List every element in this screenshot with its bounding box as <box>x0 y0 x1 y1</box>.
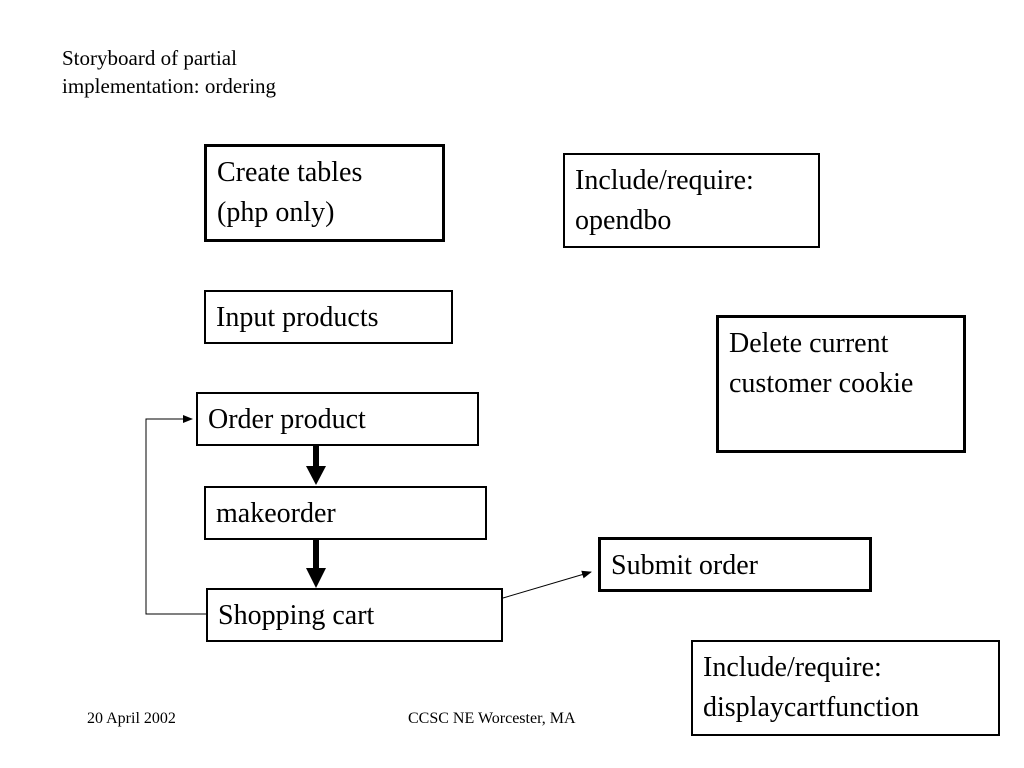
box-include-displaycart: Include/require: displaycartfunction <box>691 640 1000 736</box>
box-submit-order-line-1: Submit order <box>611 550 758 581</box>
box-create-tables-line-2: (php only) <box>217 197 335 228</box>
box-include-displaycart-line-1: Include/require: <box>703 652 882 683</box>
arrow-cart-to-submit <box>502 570 592 599</box>
box-create-tables-line-1: Create tables <box>217 157 363 188</box>
box-include-opendbo: Include/require: opendbo <box>563 153 820 248</box>
box-include-displaycart-line-2: displaycartfunction <box>703 692 920 723</box>
slide-title-line-1: Storyboard of partial <box>62 46 237 70</box>
slide-title: Storyboard of partial implementation: or… <box>62 44 276 100</box>
loop-back-connector <box>145 415 207 615</box>
box-include-opendbo-line-2: opendbo <box>575 205 672 236</box>
arrow-order-to-makeorder <box>306 446 326 485</box>
arrow-makeorder-to-cart <box>306 540 326 588</box>
box-shopping-cart: Shopping cart <box>206 588 503 642</box>
box-shopping-cart-line-1: Shopping cart <box>218 600 375 631</box>
footer-date: 20 April 2002 <box>87 710 176 727</box>
box-order-product: Order product <box>196 392 479 446</box>
box-create-tables: Create tables (php only) <box>204 144 445 242</box>
box-delete-cookie: Delete current customer cookie <box>716 315 966 453</box>
slide-title-line-2: implementation: ordering <box>62 74 277 98</box>
box-input-products: Input products <box>204 290 453 344</box>
box-delete-cookie-line-1: Delete current <box>729 328 889 359</box>
box-makeorder: makeorder <box>204 486 487 540</box>
footer-venue: CCSC NE Worcester, MA <box>408 710 576 727</box>
box-order-product-line-1: Order product <box>208 404 366 435</box>
box-makeorder-line-1: makeorder <box>216 498 336 529</box>
box-input-products-line-1: Input products <box>216 302 379 333</box>
box-delete-cookie-line-2: customer cookie <box>729 368 914 399</box>
box-include-opendbo-line-1: Include/require: <box>575 165 754 196</box>
box-submit-order: Submit order <box>598 537 872 592</box>
